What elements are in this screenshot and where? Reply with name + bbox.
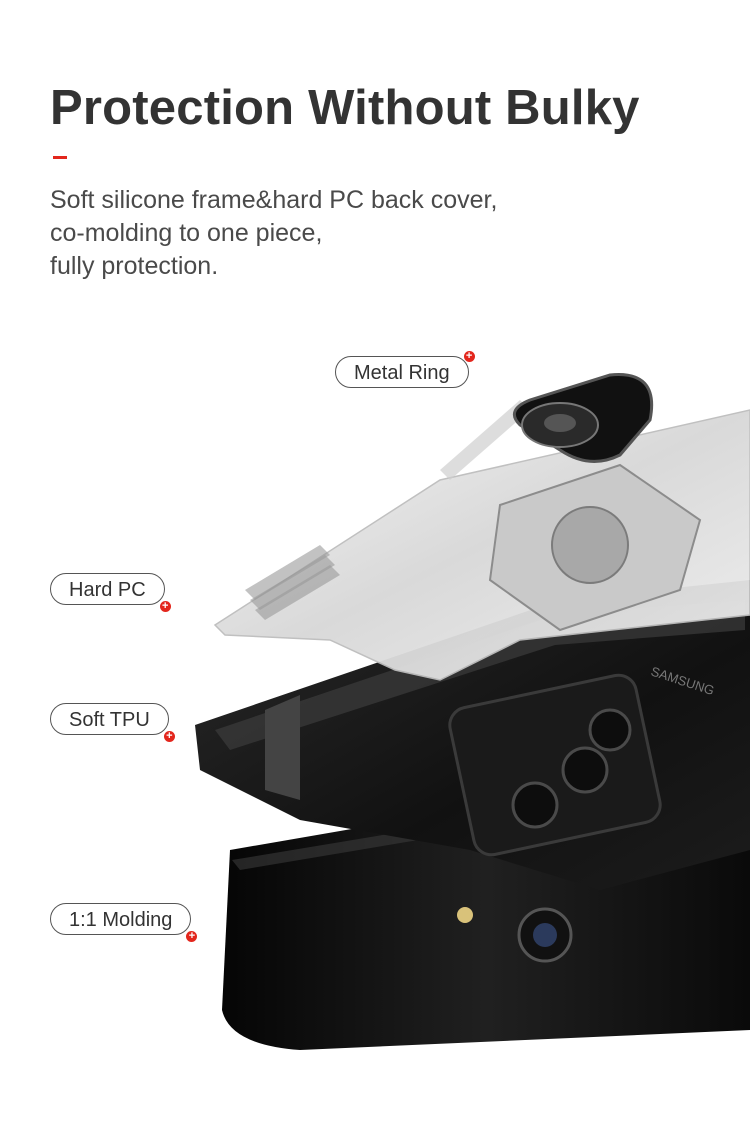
hard-pc-back-cover <box>213 400 750 681</box>
description: Soft silicone frame&hard PC back cover, … <box>50 184 497 283</box>
callout-soft-tpu-label: Soft TPU <box>69 709 150 731</box>
metal-ring-kickstand <box>512 373 654 463</box>
description-line-2: co-molding to one piece, <box>50 219 323 247</box>
callout-molding: 1:1 Molding + <box>50 903 198 942</box>
plus-icon: + <box>186 931 198 942</box>
callout-metal-ring-label: Metal Ring <box>354 362 450 384</box>
page-title: Protection Without Bulky <box>50 81 640 135</box>
accent-divider <box>53 156 67 159</box>
phone-case-illustration: SAMSUNG <box>195 373 750 1050</box>
callout-soft-tpu: Soft TPU + <box>50 703 175 742</box>
description-line-1: Soft silicone frame&hard PC back cover, <box>50 186 498 214</box>
callout-hard-pc: Hard PC + <box>50 573 171 612</box>
plus-icon: + <box>463 351 475 362</box>
callout-molding-label: 1:1 Molding <box>69 909 173 931</box>
description-line-3: fully protection. <box>50 252 219 280</box>
callout-hard-pc-label: Hard PC <box>69 579 146 601</box>
product-exploded-view: SAMSUNG <box>0 330 750 1139</box>
plus-icon: + <box>159 601 171 612</box>
soft-tpu-frame: SAMSUNG <box>195 580 750 890</box>
plus-icon: + <box>163 731 175 742</box>
callout-metal-ring: Metal Ring + <box>335 351 475 388</box>
